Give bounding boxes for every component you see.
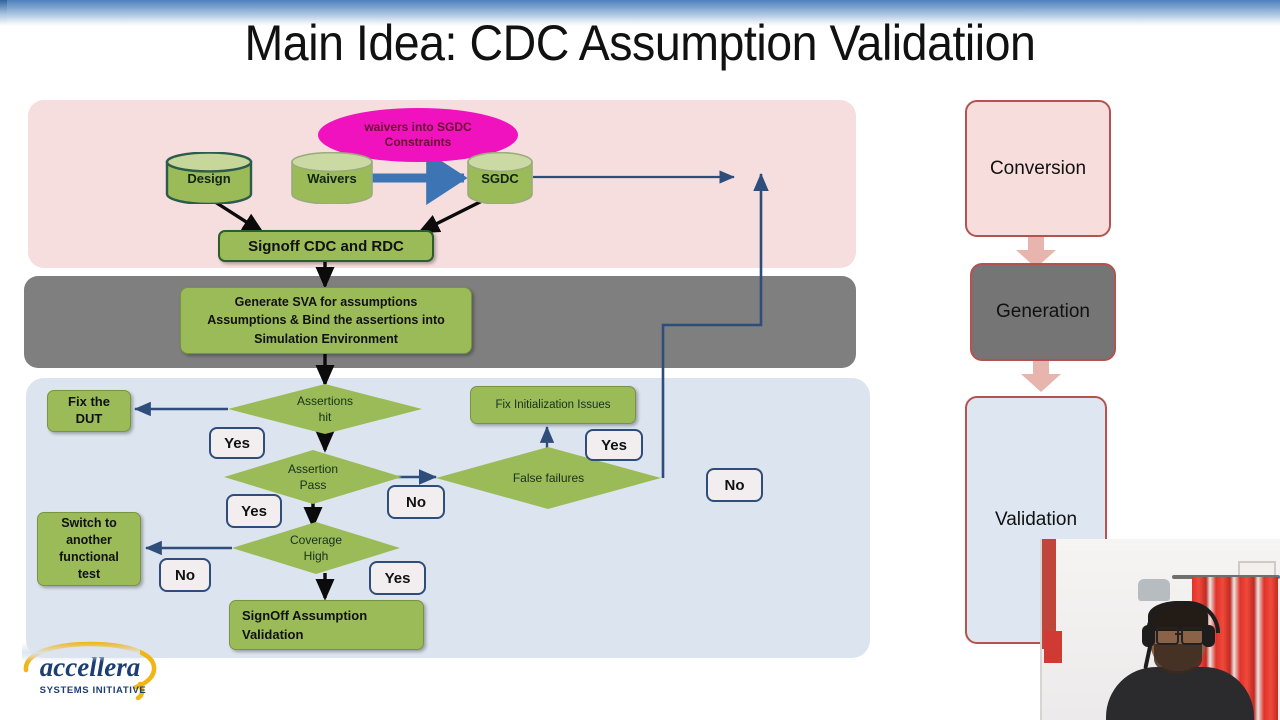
waivers-callout-line2: Constraints [384,135,452,149]
action-fix-initialization-issues[interactable]: Fix Initialization Issues [470,386,636,424]
action-switch-line3: functional [59,550,119,564]
decision-assertions-hit-label: Assertions hit [228,384,422,434]
chip-coverage-high-no[interactable]: No [159,558,211,592]
cylinder-design-label: Design [187,170,231,186]
signoff-cdc-rdc-label: Signoff CDC and RDC [248,237,404,255]
action-switch-line4: test [77,566,101,581]
stage-conversion-label: Conversion [989,157,1087,179]
slide-top-accent-edge [0,0,7,26]
webcam-person-beard [1154,644,1202,674]
cylinder-design[interactable]: Design [165,152,253,204]
action-fix-the-dut-line2: DUT [75,411,103,426]
generate-sva-line2: Assumptions & Bind the assertions into [207,313,445,328]
action-fix-the-dut[interactable]: Fix the DUT [47,390,131,432]
chip-coverage-high-yes[interactable]: Yes [369,561,426,595]
validation-band [26,378,870,658]
decision-assertions-hit-line2: hit [318,410,332,424]
accellera-tagline: SYSTEMS INITIATIVE [39,685,147,696]
action-switch-line2: another [66,533,112,548]
chip-assertion-pass-yes[interactable]: Yes [226,494,282,528]
cylinder-waivers-label: Waivers [307,170,357,186]
webcam-person-torso [1106,667,1254,720]
page-title: Main Idea: CDC Assumption Validatiion [244,15,1036,71]
action-signoff-validation-line2: Validation [242,627,304,642]
webcam-overlay[interactable] [1040,539,1280,720]
generate-sva-line1: Generate SVA for assumptions [234,295,418,310]
stage-validation-label: Validation [994,509,1078,530]
logo-overlay-haze [22,642,140,662]
cylinder-waivers[interactable]: Waivers [290,152,374,204]
webcam-red-wall [1042,539,1056,649]
generate-sva-box[interactable]: Generate SVA for assumptions Assumptions… [180,287,472,354]
chip-assertions-hit-yes-label: Yes [224,434,250,452]
cylinder-sgdc-label: SGDC [481,170,519,186]
webcam-headset-right-cup [1202,625,1215,647]
cylinder-sgdc[interactable]: SGDC [466,152,534,204]
decision-false-failures-line1: False failures [512,470,585,485]
chip-coverage-high-yes-label: Yes [384,569,411,587]
chip-false-failures-yes[interactable]: Yes [585,429,643,461]
action-fix-the-dut-line1: Fix the [68,394,110,410]
chip-false-failures-no-label: No [724,476,745,494]
webcam-wall-fixture [1138,579,1170,601]
waivers-callout-line1: waivers into SGDC [364,120,472,134]
stage-generation[interactable]: Generation [970,263,1116,361]
slide-top-accent-bar [0,0,1280,26]
action-signoff-assumption-validation[interactable]: SignOff Assumption Validation [229,600,424,650]
chip-assertions-hit-yes[interactable]: Yes [209,427,265,459]
chip-assertion-pass-no[interactable]: No [387,485,445,519]
signoff-cdc-rdc-box[interactable]: Signoff CDC and RDC [218,230,434,262]
decision-coverage-high-label: Coverage High [232,522,400,574]
chip-assertion-pass-yes-label: Yes [241,502,267,520]
decision-assertions-hit[interactable]: Assertions hit [228,384,422,434]
chip-false-failures-no[interactable]: No [706,468,763,502]
arrow-generation-to-validation [1021,358,1061,392]
webcam-headset-left-cup [1142,625,1155,647]
decision-coverage-high[interactable]: Coverage High [232,522,400,574]
action-switch-functional-test[interactable]: Switch to another functional test [37,512,141,586]
decision-assertion-pass[interactable]: Assertion Pass [224,450,402,504]
decision-assertion-pass-line2: Pass [299,478,327,492]
action-switch-line1: Switch to [61,516,117,531]
stage-conversion[interactable]: Conversion [965,100,1111,237]
generate-sva-line3: Simulation Environment [254,331,398,346]
decision-assertions-hit-line1: Assertions [296,393,354,408]
webcam-red-object [1044,631,1062,663]
action-fix-init-label: Fix Initialization Issues [495,399,611,411]
decision-coverage-high-line2: High [303,549,329,563]
chip-assertion-pass-no-label: No [406,493,426,511]
decision-false-failures[interactable]: False failures [436,447,661,509]
decision-false-failures-label: False failures [436,447,661,509]
chip-coverage-high-no-label: No [175,566,195,584]
action-signoff-validation-line1: SignOff Assumption [242,607,368,623]
chip-false-failures-yes-label: Yes [601,436,627,454]
stage-generation-label: Generation [995,301,1090,322]
decision-coverage-high-line1: Coverage [289,532,343,547]
webcam-glasses-bridge [1175,633,1181,635]
decision-assertion-pass-line1: Assertion [287,461,339,476]
decision-assertion-pass-label: Assertion Pass [224,450,402,504]
